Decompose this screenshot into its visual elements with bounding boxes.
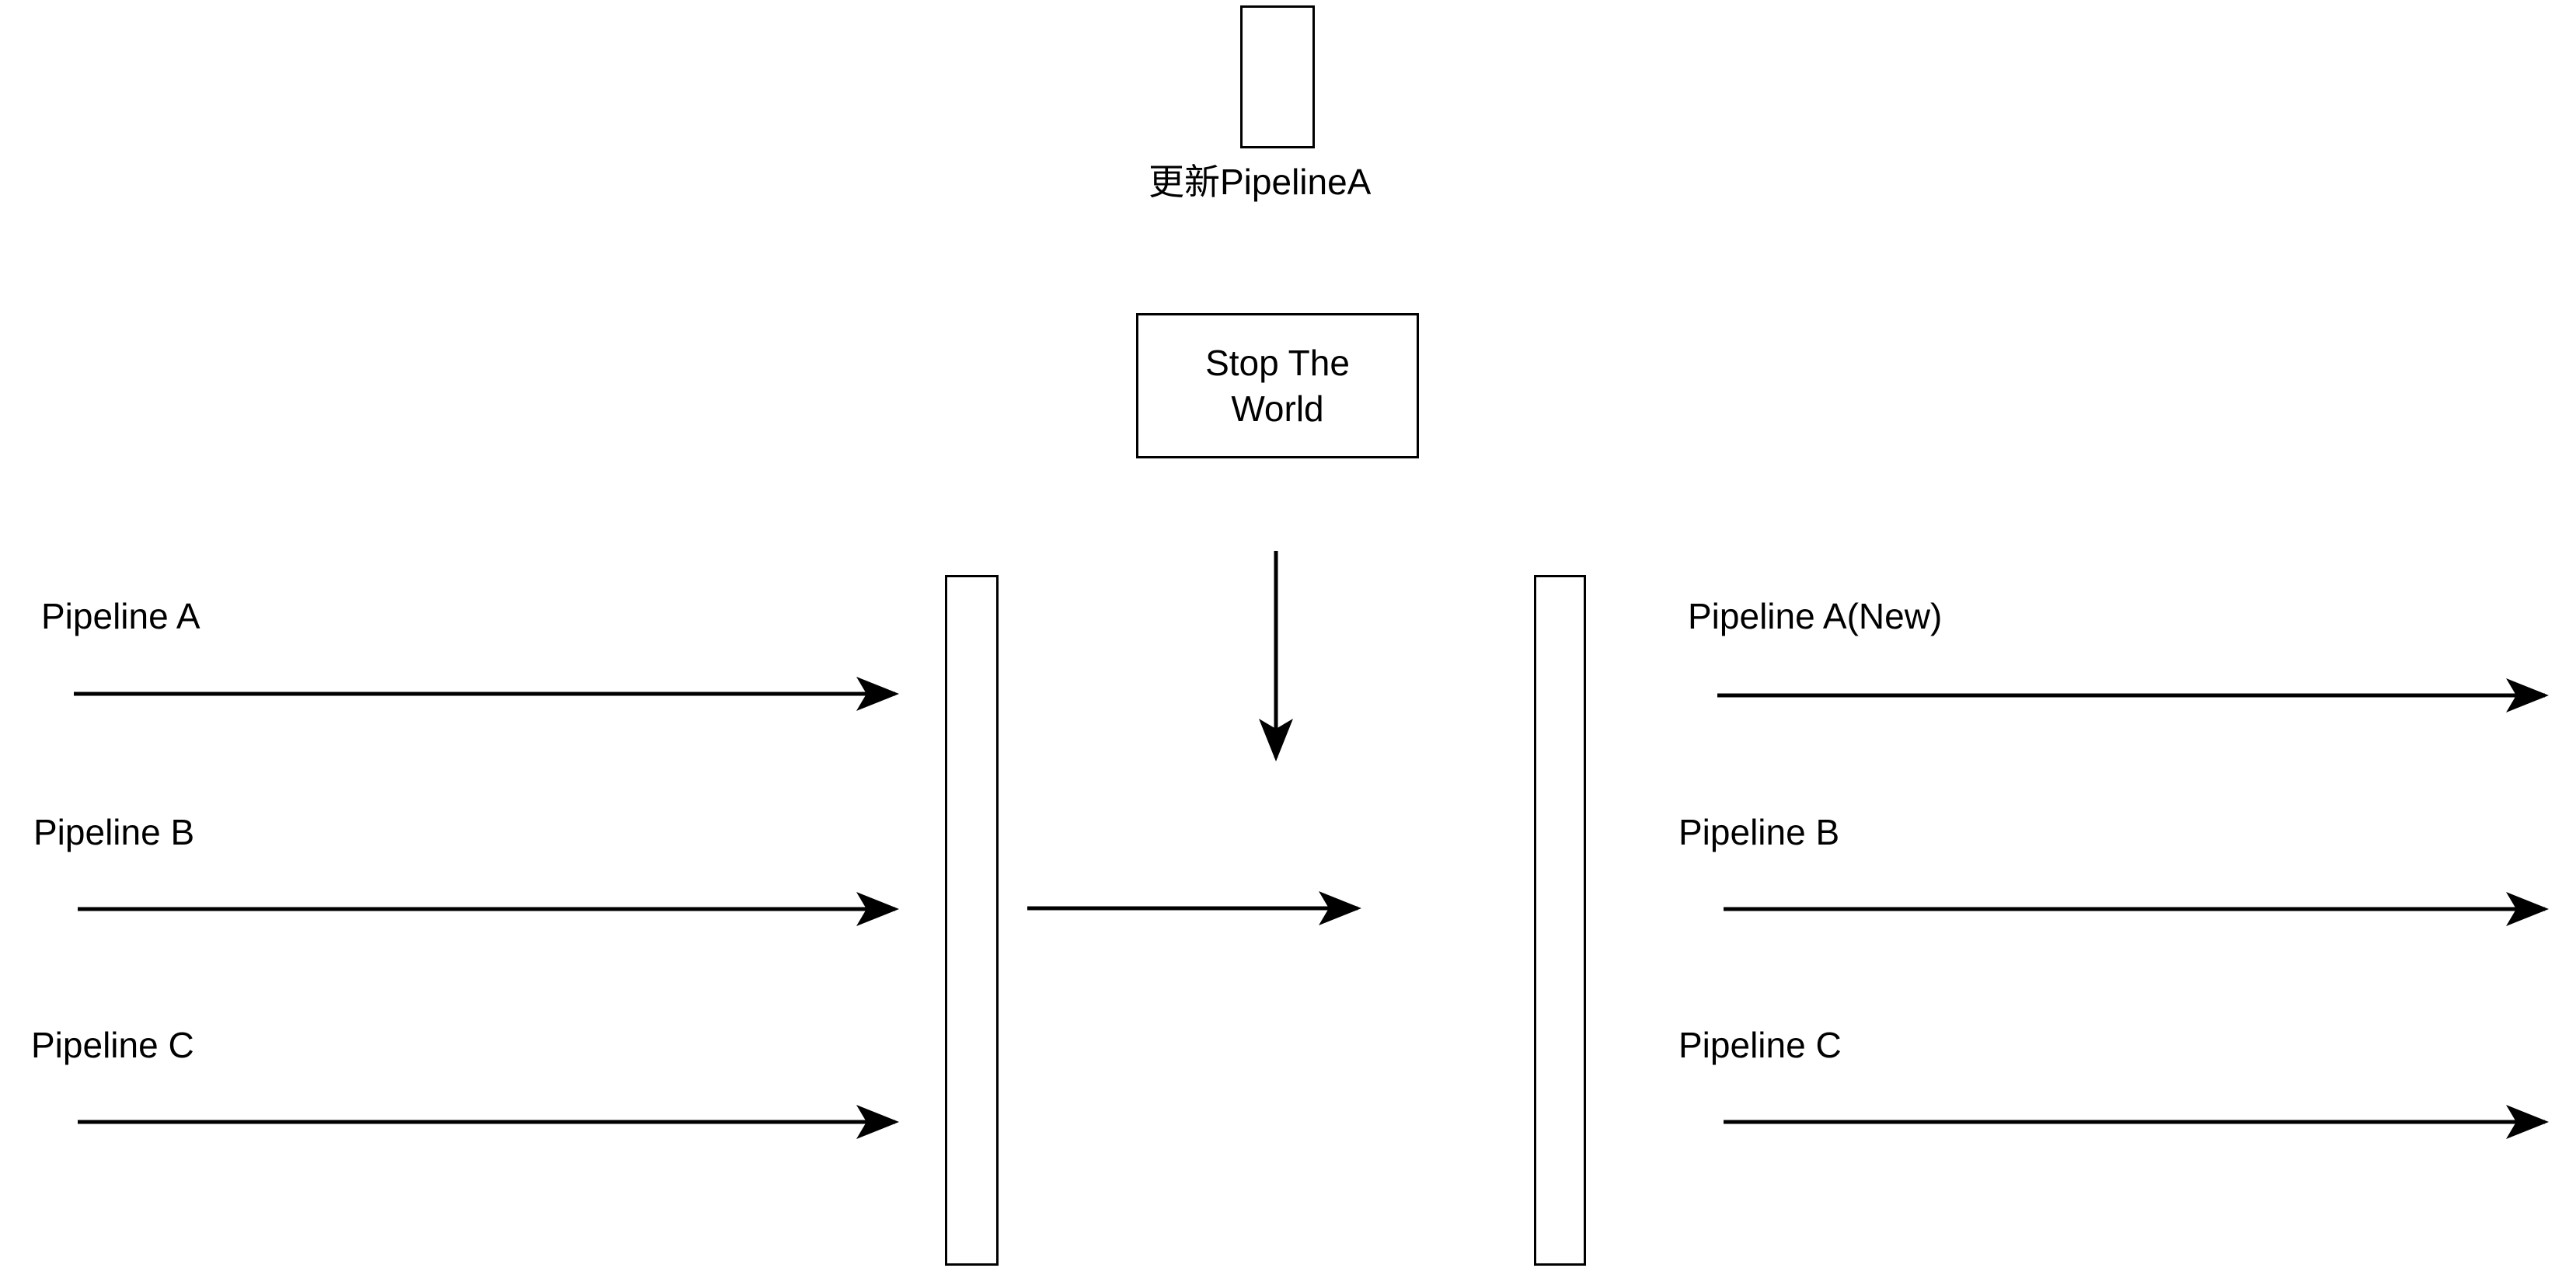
stop-the-world-label: Stop The World [1205, 342, 1350, 429]
label-pipeline-a-new: Pipeline A(New) [1688, 596, 1943, 636]
update-pipeline-box[interactable] [1240, 5, 1315, 148]
label-pipeline-a: Pipeline A [41, 596, 200, 636]
label-pipeline-c: Pipeline C [31, 1025, 194, 1065]
label-pipeline-b: Pipeline B [33, 812, 195, 852]
label-pipeline-c-out: Pipeline C [1678, 1025, 1842, 1065]
update-pipeline-caption: 更新PipelineA [1149, 162, 1372, 202]
left-barrier-bar[interactable] [945, 575, 999, 1266]
right-barrier-bar[interactable] [1534, 575, 1586, 1266]
stop-the-world-box[interactable] [1136, 313, 1419, 458]
label-pipeline-b-out: Pipeline B [1678, 812, 1840, 852]
